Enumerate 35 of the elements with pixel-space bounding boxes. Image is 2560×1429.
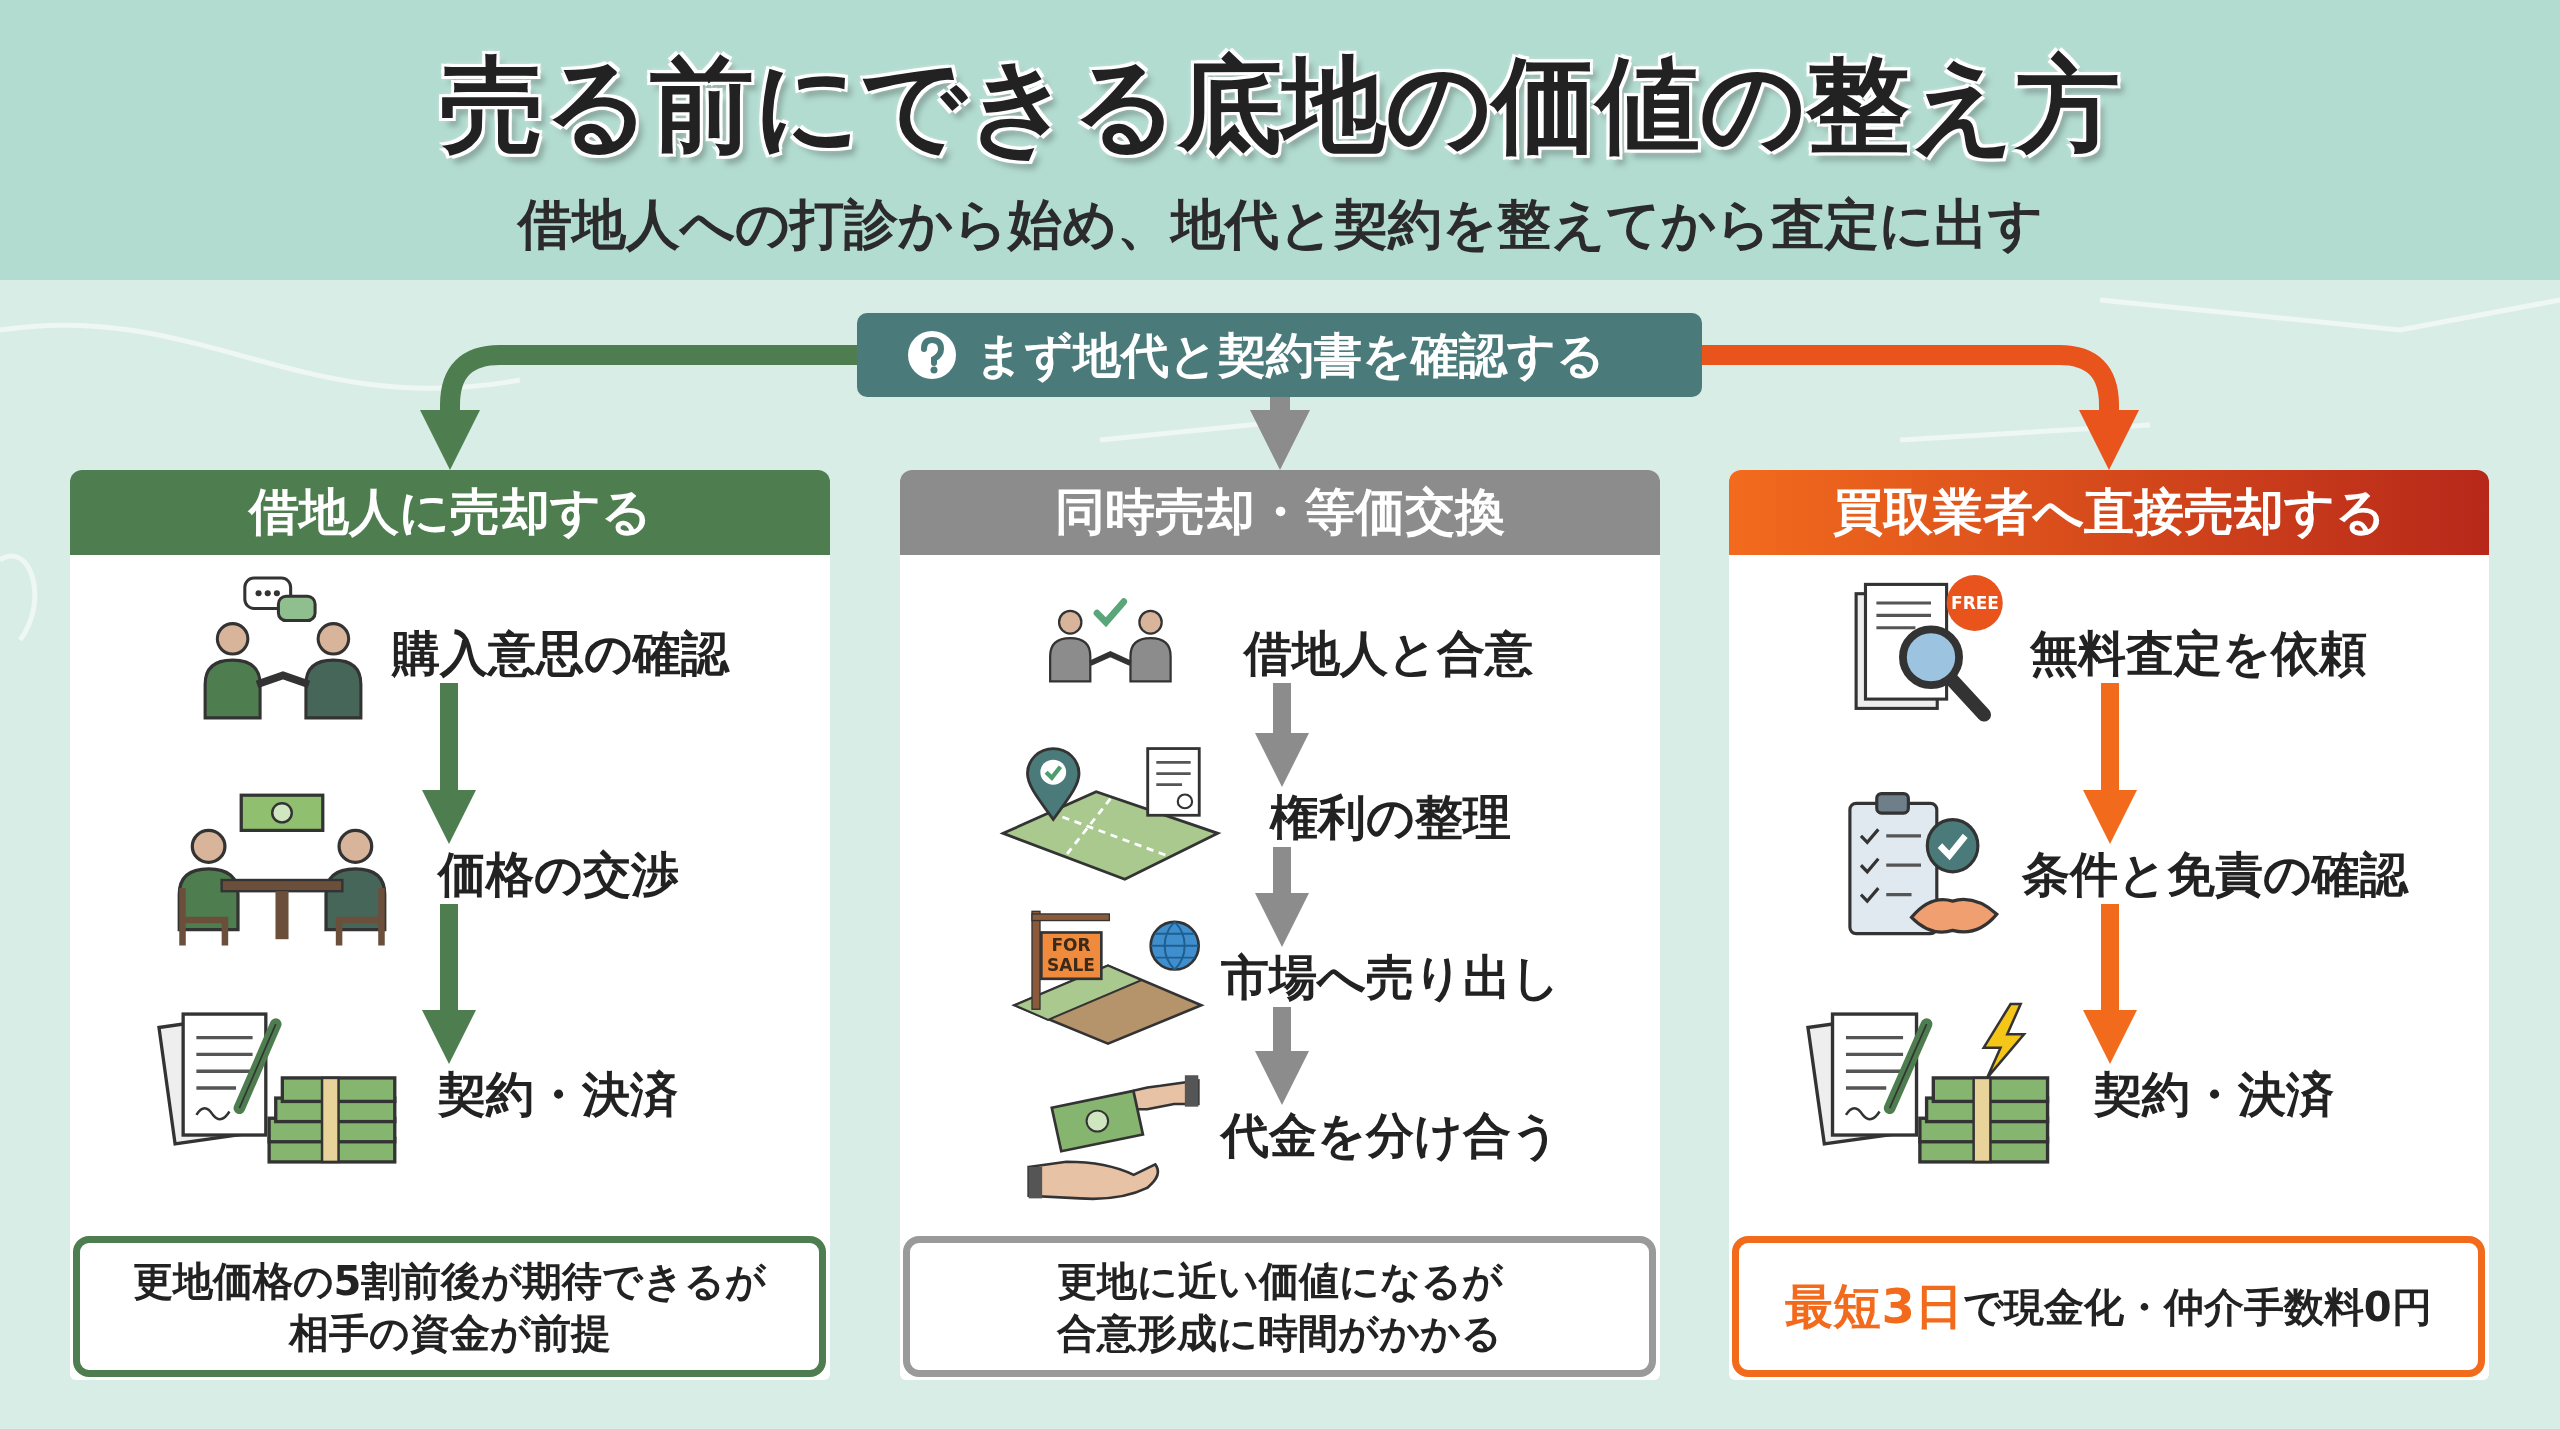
step-label: 無料査定を依頼 xyxy=(2030,623,2367,683)
step-label: 契約・決済 xyxy=(438,1064,678,1124)
step-label: 市場へ売り出し xyxy=(1221,947,1560,1007)
step-label: 購入意思の確認 xyxy=(392,623,729,683)
question-box xyxy=(857,313,1702,397)
arrow xyxy=(1255,847,1309,947)
step-label: 代金を分け合う xyxy=(1221,1105,1560,1165)
sign-text: FOR SALE xyxy=(1046,935,1096,977)
badge-text: FREE xyxy=(1950,592,2000,615)
arrow xyxy=(1255,683,1309,787)
title: 売る前にできる底地の価値の整え方 xyxy=(439,43,2121,168)
subtitle: 借地人への打診から始め、地代と契約を整えてから査定に出す xyxy=(515,192,2044,258)
column-panel xyxy=(900,470,1660,1380)
step-label: 権利の整理 xyxy=(1270,787,1511,847)
step-label: 借地人と合意 xyxy=(1244,623,1533,683)
arrow xyxy=(422,904,476,1064)
arrow xyxy=(1702,345,2139,470)
arrow xyxy=(2083,904,2137,1064)
panel-header: 借地人に売却する xyxy=(70,470,830,555)
arrow xyxy=(422,683,476,844)
note-box: 更地価格の5割前後が期待できるが相手の資金が前提 xyxy=(73,1236,826,1377)
step-label: 条件と免責の確認 xyxy=(2022,844,2408,904)
note-box: 最短3日で現金化・仲介手数料0円 xyxy=(1732,1236,2485,1377)
column-panel xyxy=(1729,470,2489,1380)
box-label: まず地代と契約書を確認する xyxy=(975,326,1605,385)
panel-header: 同時売却・等価交換 xyxy=(900,470,1660,555)
arrow xyxy=(1250,397,1310,470)
panel-header: 買取業者へ直接売却する xyxy=(1729,470,2489,555)
arrow xyxy=(420,345,857,470)
step-label: 価格の交渉 xyxy=(438,844,679,904)
arrow xyxy=(2083,683,2137,844)
column-panel xyxy=(70,470,830,1380)
arrow xyxy=(1255,1007,1309,1105)
step-label: 契約・決済 xyxy=(2094,1064,2334,1124)
note-box: 更地に近い価値になるが合意形成に時間がかかる xyxy=(903,1236,1656,1377)
